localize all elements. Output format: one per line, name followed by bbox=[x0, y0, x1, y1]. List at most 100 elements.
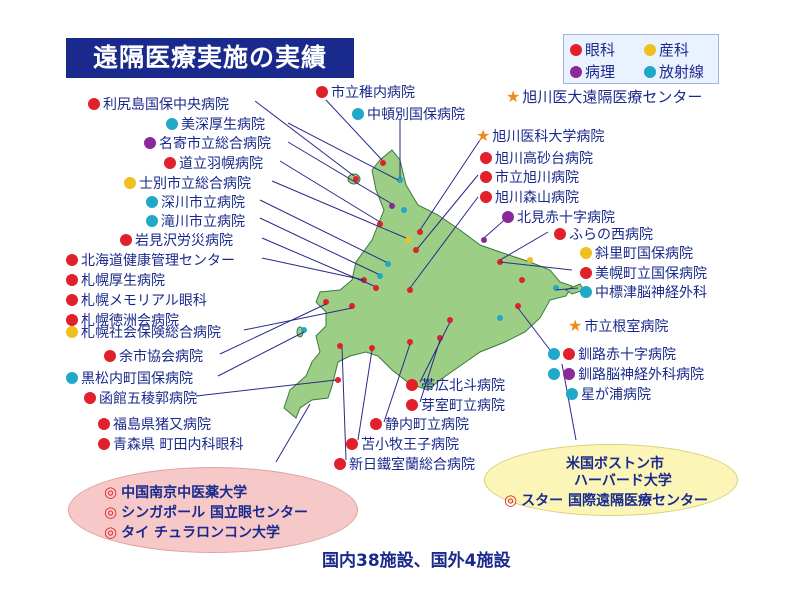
intl-left-0: ◎中国南京中医薬大学 bbox=[104, 482, 247, 502]
hospital-right-1: 旭川高砂台病院 bbox=[480, 148, 593, 168]
hospital-left-14: 黒松内町国保病院 bbox=[66, 368, 193, 388]
star-icon: ★ bbox=[506, 87, 521, 106]
red-dot-icon bbox=[334, 458, 346, 470]
hospital-label: 中標津脳神経外科 bbox=[595, 285, 707, 301]
star-icon: ★ bbox=[476, 126, 491, 145]
hospital-south-1: 芽室町立病院 bbox=[406, 395, 505, 415]
double-circle-icon: ◎ bbox=[104, 483, 118, 501]
legend-ganka: 眼科 bbox=[570, 39, 615, 60]
red-dot-icon bbox=[120, 234, 132, 246]
map-dot bbox=[389, 203, 395, 209]
hospital-right-9: ★市立根室病院 bbox=[568, 316, 668, 336]
hospital-label: 道立羽幌病院 bbox=[179, 156, 263, 172]
map-dot bbox=[497, 315, 503, 321]
hospital-right-3: 旭川森山病院 bbox=[480, 187, 579, 207]
red-dot-icon bbox=[554, 228, 566, 240]
hospital-right-4: 北見赤十字病院 bbox=[502, 207, 615, 227]
hospital-left-12: 札幌社会保険総合病院 bbox=[66, 322, 221, 342]
hospital-label: 市立旭川病院 bbox=[495, 170, 579, 186]
red-dot-icon bbox=[88, 98, 100, 110]
cyan-dot-icon bbox=[566, 388, 578, 400]
intl-right-line1: 米国ボストン市 bbox=[566, 456, 664, 472]
hospital-label: 苫小牧王子病院 bbox=[361, 437, 459, 453]
hospital-label: 新日鐵室蘭総合病院 bbox=[349, 457, 475, 473]
hospital-left-15: 函館五稜郭病院 bbox=[84, 388, 197, 408]
hospital-left-2: 名寄市立総合病院 bbox=[144, 133, 271, 153]
yellow-dot-icon bbox=[644, 44, 656, 56]
cyan-dot-icon bbox=[166, 118, 178, 130]
hospital-left-4: 士別市立総合病院 bbox=[124, 173, 251, 193]
hospital-left-16: 福島県猪又病院 bbox=[98, 414, 211, 434]
hospital-right-6: 斜里町国保病院 bbox=[580, 243, 693, 263]
hospital-label: 美深厚生病院 bbox=[181, 117, 265, 133]
map-dot bbox=[323, 299, 329, 305]
hospital-label: 北海道健康管理センター bbox=[81, 253, 235, 269]
hospital-label: 美幌町立国保病院 bbox=[595, 266, 707, 282]
hospital-right-12: 星が浦病院 bbox=[566, 384, 651, 404]
map-dot bbox=[481, 237, 487, 243]
red-dot-icon bbox=[370, 418, 382, 430]
map-dot bbox=[377, 273, 383, 279]
map-dot bbox=[301, 327, 307, 333]
hospital-label: 深川市立病院 bbox=[161, 195, 245, 211]
red-dot-icon bbox=[164, 157, 176, 169]
red-dot-icon bbox=[563, 348, 575, 360]
map-dot bbox=[407, 287, 413, 293]
red-dot-icon bbox=[66, 274, 78, 286]
hospital-left-17: 青森県 町田内科眼科 bbox=[98, 434, 243, 454]
hospital-right-8: 中標津脳神経外科 bbox=[580, 282, 707, 302]
hospital-south-2: 静内町立病院 bbox=[370, 414, 469, 434]
hospital-label: 北見赤十字病院 bbox=[517, 210, 615, 226]
intl-label: 中国南京中医薬大学 bbox=[121, 485, 248, 501]
connector-lines bbox=[195, 99, 579, 463]
cyan-dot-icon bbox=[580, 286, 592, 298]
map-dot bbox=[401, 207, 407, 213]
hospital-left-0: 利尻島国保中央病院 bbox=[88, 94, 229, 114]
map-dot bbox=[349, 303, 355, 309]
legend-center-label: 旭川医大遠隔医療センター bbox=[522, 88, 703, 106]
map-dot bbox=[397, 177, 403, 183]
red-dot-icon bbox=[406, 379, 418, 391]
hospital-wakkanai: 市立稚内病院 bbox=[316, 82, 415, 102]
intl-label: タイ チュラロンコン大学 bbox=[121, 525, 280, 541]
map-dot bbox=[373, 285, 379, 291]
hospital-label: 函館五稜郭病院 bbox=[99, 391, 197, 407]
intl-right-line2: ハーバード大学 bbox=[574, 473, 672, 489]
hospital-label: 士別市立総合病院 bbox=[139, 176, 251, 192]
hospital-left-5: 深川市立病院 bbox=[146, 192, 245, 212]
hospital-label: ふらの西病院 bbox=[569, 227, 653, 243]
red-dot-icon bbox=[480, 191, 492, 203]
yellow-dot-icon bbox=[580, 247, 592, 259]
map-dot bbox=[335, 377, 341, 383]
hospital-right-2: 市立旭川病院 bbox=[480, 167, 579, 187]
cyan-dot-icon bbox=[66, 372, 78, 384]
red-dot-icon bbox=[84, 392, 96, 404]
map-dot bbox=[353, 176, 359, 182]
hospital-right-11: 釧路脳神経外科病院 bbox=[548, 364, 704, 384]
hospital-label: 市立稚内病院 bbox=[331, 85, 415, 101]
hospital-south-4: 新日鐵室蘭総合病院 bbox=[334, 454, 475, 474]
map-dot bbox=[447, 317, 453, 323]
hospital-south-0: 帯広北斗病院 bbox=[406, 375, 505, 395]
hospital-label: 旭川医科大学病院 bbox=[492, 129, 605, 145]
international-usa-group bbox=[484, 444, 738, 516]
hospital-label: 中頓別国保病院 bbox=[367, 107, 465, 123]
red-dot-icon bbox=[480, 171, 492, 183]
cyan-dot-icon bbox=[146, 196, 158, 208]
legend-byori-label: 病理 bbox=[585, 63, 616, 81]
intl-right-line3: ◎スター 国際遠隔医療センター bbox=[504, 490, 708, 510]
cyan-dot-icon bbox=[352, 108, 364, 120]
map-dot bbox=[385, 261, 391, 267]
yellow-dot-icon bbox=[124, 177, 136, 189]
hospital-right-0: ★旭川医科大学病院 bbox=[476, 126, 604, 146]
legend: 眼科 産科 病理 放射線 bbox=[563, 34, 719, 84]
hospital-label: 市立根室病院 bbox=[584, 319, 669, 335]
hospital-south-3: 苫小牧王子病院 bbox=[346, 434, 459, 454]
hospital-left-11: 札幌徳洲会病院 bbox=[66, 310, 179, 330]
hospital-left-3: 道立羽幌病院 bbox=[164, 153, 263, 173]
hokkaido-shape bbox=[283, 149, 573, 419]
map-dot bbox=[369, 345, 375, 351]
hospital-label: 帯広北斗病院 bbox=[421, 378, 505, 394]
map-dot bbox=[515, 303, 521, 309]
hospital-label: 釧路赤十字病院 bbox=[578, 347, 676, 363]
